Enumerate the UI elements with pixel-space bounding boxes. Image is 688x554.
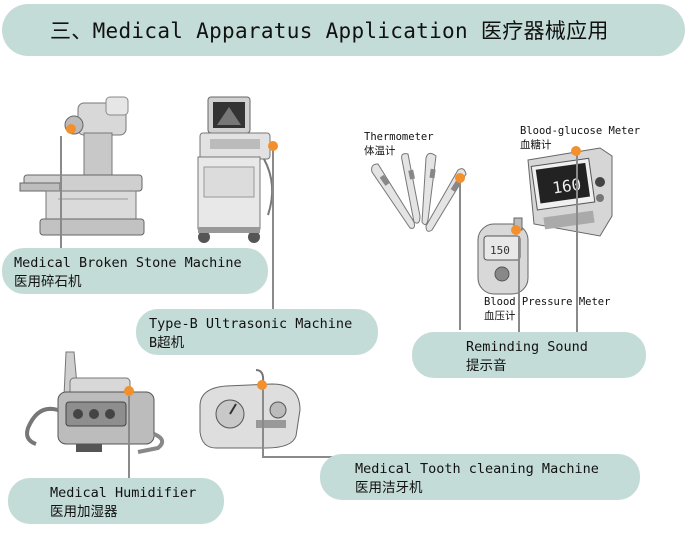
glucose-meter-marker (571, 146, 581, 156)
stone-machine-marker (66, 124, 76, 134)
glucose-meter-connector (576, 154, 578, 332)
tooth-cleaner-illustration (199, 369, 301, 449)
pressure-meter-illustration: 150 (477, 217, 529, 295)
humidifier-label: Medical Humidifier 医用加湿器 (8, 478, 224, 524)
ultrasonic-connector (272, 150, 274, 312)
slide-title: 三、Medical Apparatus Application 医疗器械应用 (2, 4, 685, 56)
humidifier-illustration (25, 351, 165, 454)
pressure-meter-label: Blood Pressure Meter 血压计 (484, 296, 611, 322)
thermometer-connector (459, 184, 461, 330)
thermometer-illustration (371, 152, 467, 232)
humidifier-connector (128, 396, 130, 478)
lithotripter-illustration (19, 96, 145, 236)
glucose-meter-illustration: 160 (527, 147, 613, 237)
glucose-meter-label: Blood-glucose Meter 血糖计 (520, 125, 641, 151)
humidifier-marker (124, 386, 134, 396)
stone-machine-connector (60, 136, 62, 248)
ultrasonic-label: Type-B Ultrasonic Machine B超机 (136, 309, 378, 355)
svg-text:150: 150 (490, 244, 510, 257)
stone-machine-label: Medical Broken Stone Machine 医用碎石机 (2, 248, 268, 294)
tooth-cleaning-connector-vertical (262, 388, 264, 458)
tooth-cleaning-connector-horizontal (262, 456, 354, 458)
glucose-display-value: 160 (551, 175, 582, 198)
thermometer-label: Thermometer 体温计 (364, 131, 434, 157)
thermometer-marker (455, 173, 465, 183)
tooth-cleaning-label: Medical Tooth cleaning Machine 医用洁牙机 (320, 454, 640, 500)
tooth-cleaning-marker (257, 380, 267, 390)
pressure-meter-connector (518, 236, 520, 332)
reminding-sound-label: Reminding Sound 提示音 (412, 332, 646, 378)
ultrasonic-marker (268, 141, 278, 151)
ultrasound-illustration (197, 96, 274, 243)
pressure-meter-marker (511, 225, 521, 235)
